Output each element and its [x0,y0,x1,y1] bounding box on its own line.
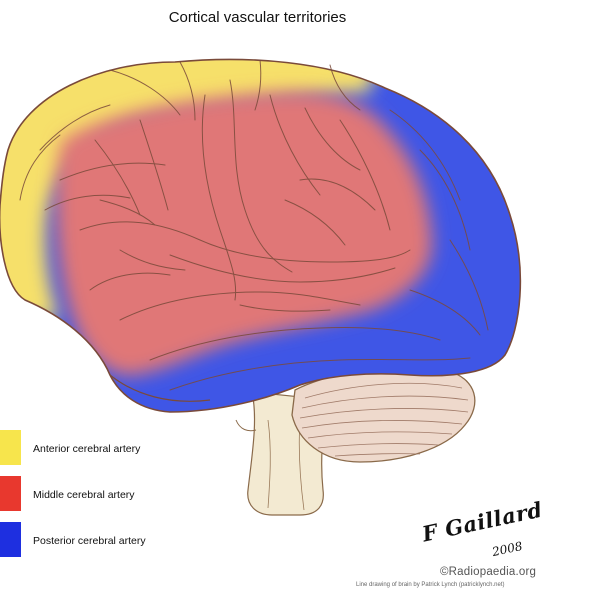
legend-swatch-middle [0,476,21,511]
legend-label-middle: Middle cerebral artery [33,489,135,501]
legend-label-posterior: Posterior cerebral artery [33,535,146,547]
legend-swatch-anterior [0,430,21,465]
diagram-title: Cortical vascular territories [168,9,347,26]
cerebellum [291,365,476,463]
illustration-credit: Line drawing of brain by Patrick Lynch (… [356,582,505,588]
anterior-territory [0,59,380,320]
legend-swatch-posterior [0,522,21,557]
middle-territory [55,91,433,376]
legend-label-anterior: Anterior cerebral artery [33,443,141,455]
cerebrum [0,58,522,413]
site-watermark: ©Radiopaedia.org [440,566,537,578]
